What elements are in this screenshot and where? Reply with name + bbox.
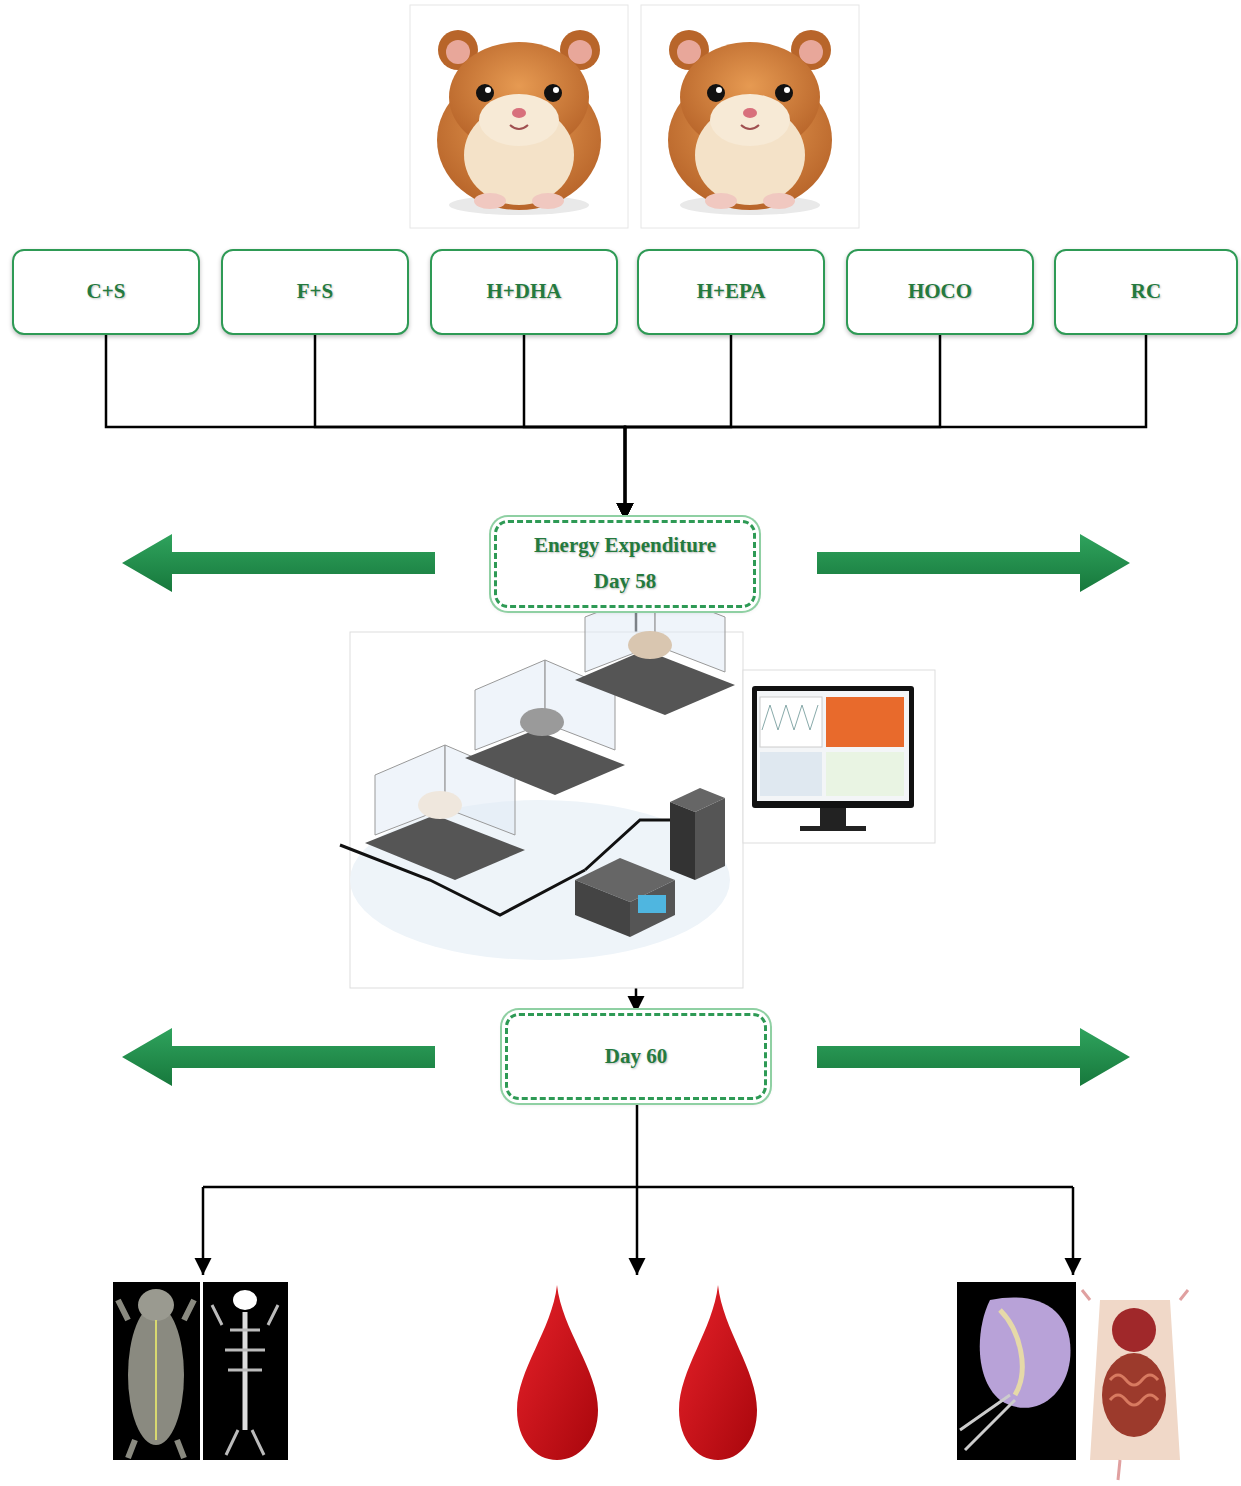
flow-connector: [315, 335, 625, 520]
split-lines: [203, 1100, 1073, 1275]
flow-connector: [524, 335, 625, 520]
flow-arrow: [122, 534, 1130, 1086]
node-label: F+S: [297, 272, 333, 312]
group-box: HOCO: [846, 249, 1034, 335]
calorimetry-system: [340, 590, 743, 988]
node-label: RC: [1131, 272, 1161, 312]
group-box: F+S: [221, 249, 409, 335]
hamster-picture: [641, 5, 859, 228]
group-box: RC: [1054, 249, 1238, 335]
node-label: Day 58: [594, 564, 656, 600]
group-box: H+EPA: [637, 249, 825, 335]
monitor-screen: [743, 670, 935, 843]
flow-connector: [625, 335, 1146, 520]
node-label: H+EPA: [697, 272, 766, 312]
node-label: HOCO: [908, 272, 972, 312]
node-label: Day 60: [605, 1037, 667, 1077]
hamster-picture: [410, 5, 628, 228]
ct-scan-images: [113, 1282, 288, 1460]
node-label: C+S: [87, 272, 126, 312]
node-label: H+DHA: [487, 272, 562, 312]
group-box: H+DHA: [430, 249, 618, 335]
group-box: C+S: [12, 249, 200, 335]
blood-drop: [517, 1285, 757, 1460]
dissection-images: [957, 1282, 1188, 1480]
flow-connector: [106, 335, 625, 520]
node-label: Energy Expenditure: [534, 528, 716, 564]
stage-box: Day 60: [505, 1013, 767, 1100]
stage-box: Energy ExpenditureDay 58: [494, 520, 756, 608]
